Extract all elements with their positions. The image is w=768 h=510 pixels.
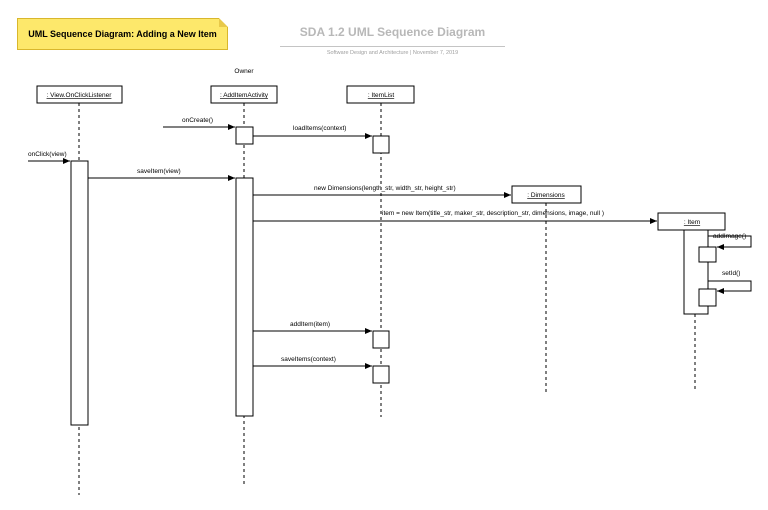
participant-dimensions-label: : Dimensions bbox=[527, 192, 565, 199]
participant-itemlist-label: : ItemList bbox=[368, 92, 395, 99]
owner-label: Owner bbox=[234, 68, 254, 75]
activation-itemlist-saveitems bbox=[372, 365, 390, 384]
message-addimage-label: addImage() bbox=[713, 233, 746, 240]
note-text: UML Sequence Diagram: Adding a New Item bbox=[28, 29, 217, 39]
activation-itemlist-load bbox=[372, 135, 390, 154]
page-subtitle: Software Design and Architecture | Novem… bbox=[326, 50, 459, 56]
message-setid-arrow bbox=[708, 280, 752, 294]
activation-activity-oncreate bbox=[235, 126, 254, 145]
message-onclick-label: onClick(view) bbox=[28, 151, 67, 158]
participant-listener-label: : View.OnClickListener bbox=[47, 92, 113, 99]
message-additem-label: addItem(item) bbox=[290, 321, 330, 328]
participant-dimensions: : Dimensions bbox=[511, 185, 582, 204]
activation-activity-save bbox=[235, 177, 254, 417]
participant-itemlist: : ItemList bbox=[346, 85, 415, 104]
message-setid-label: setId() bbox=[722, 270, 740, 277]
message-oncreate-label: onCreate() bbox=[182, 117, 213, 124]
activation-itemlist-additem bbox=[372, 330, 390, 349]
page-title: SDA 1.2 UML Sequence Diagram bbox=[299, 25, 486, 39]
participant-item-label: : Item bbox=[684, 219, 700, 226]
participant-listener: : View.OnClickListener bbox=[36, 85, 123, 104]
title-divider bbox=[280, 46, 505, 47]
message-saveitem-label: saveItem(view) bbox=[137, 168, 181, 175]
participant-activity: : AddItemActivity bbox=[210, 85, 278, 104]
message-saveitems-label: saveItems(context) bbox=[281, 356, 336, 363]
activation-listener bbox=[70, 160, 89, 426]
message-newdimensions-label: new Dimensions(length_str, width_str, he… bbox=[314, 185, 456, 192]
activation-item-addimage bbox=[698, 246, 717, 263]
diagram-note: UML Sequence Diagram: Adding a New Item bbox=[17, 18, 228, 50]
message-loaditems-label: loadItems(context) bbox=[293, 125, 346, 132]
activation-item-setid bbox=[698, 288, 717, 307]
participant-activity-label: : AddItemActivity bbox=[220, 92, 269, 99]
message-addimage-arrow bbox=[708, 235, 752, 250]
participant-item: : Item bbox=[657, 212, 726, 231]
message-newitem-label: item = new Item(title_str, maker_str, de… bbox=[382, 210, 604, 217]
